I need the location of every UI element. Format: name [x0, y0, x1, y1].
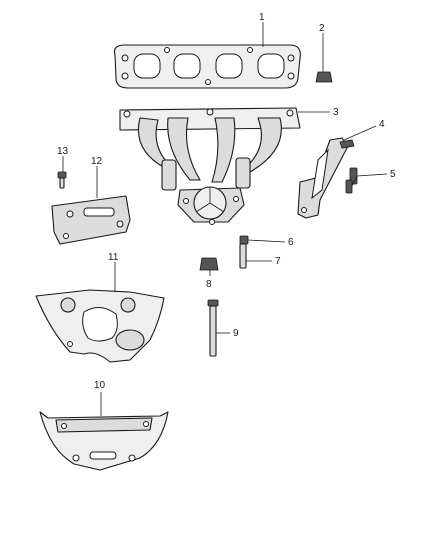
callout-2: 2	[319, 23, 325, 34]
callout-4: 4	[379, 119, 385, 130]
nut	[315, 71, 333, 83]
flange-nut	[199, 257, 219, 271]
lower-heat-shield	[39, 411, 169, 471]
exhaust-manifold	[119, 107, 301, 225]
callout-9: 9	[233, 328, 239, 339]
callout-8: 8	[206, 279, 212, 290]
leader-lines	[62, 22, 388, 416]
callout-labels: 1 2 3 4 5 6 7 8 9 10 11 12 13	[57, 12, 396, 391]
heat-shield-bracket	[51, 195, 131, 245]
long-bolt	[207, 299, 219, 357]
small-bolt	[57, 171, 67, 189]
callout-3: 3	[333, 107, 339, 118]
upper-heat-shield	[35, 289, 165, 363]
callout-6: 6	[288, 237, 294, 248]
callout-11: 11	[108, 252, 119, 263]
callout-1: 1	[259, 12, 265, 23]
manifold-gasket	[113, 44, 301, 89]
callout-5: 5	[390, 169, 396, 180]
bracket	[297, 137, 355, 219]
stud-bolt	[239, 243, 247, 269]
callout-12: 12	[91, 156, 103, 167]
callout-10: 10	[94, 380, 106, 391]
callout-13: 13	[57, 146, 69, 157]
stud	[239, 235, 249, 245]
bolts	[345, 167, 358, 194]
callout-7: 7	[275, 256, 281, 267]
